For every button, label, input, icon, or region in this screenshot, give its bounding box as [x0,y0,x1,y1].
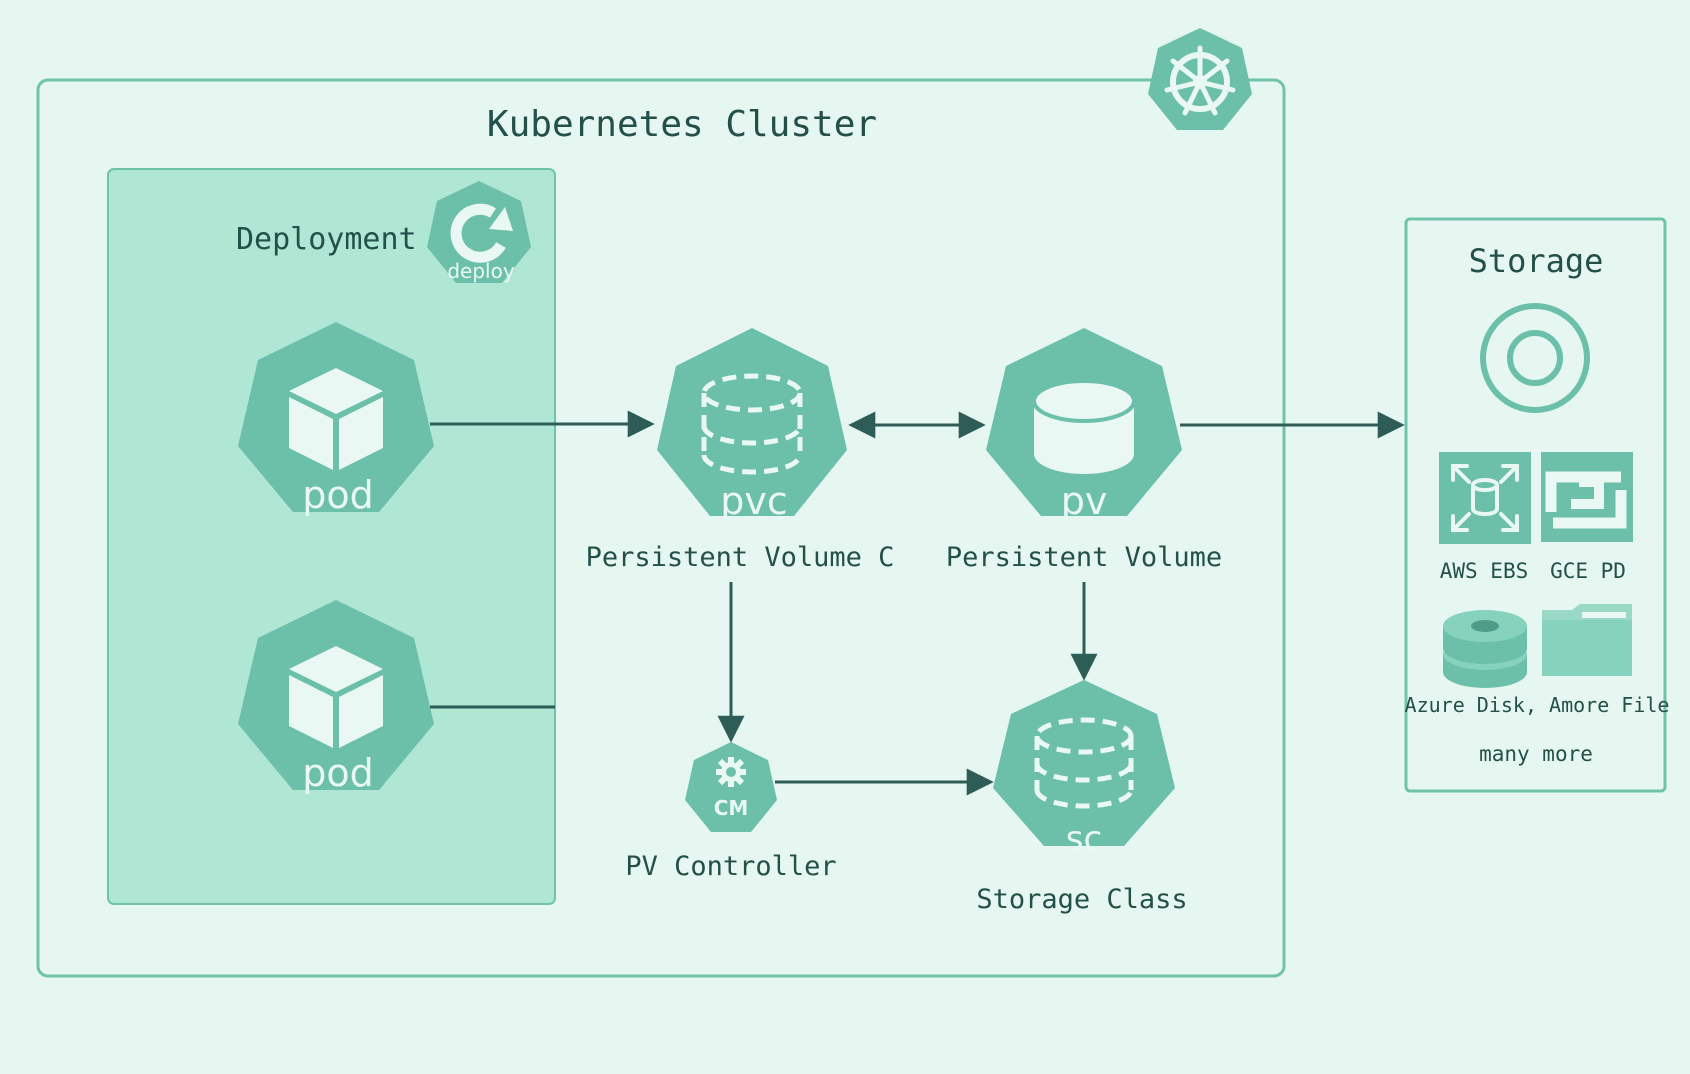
many-more-label: many more [1479,742,1593,766]
cluster-title: Kubernetes Cluster [487,104,877,145]
pv-caption: Persistent Volume [946,542,1222,573]
kubernetes-helm-icon [1148,28,1252,130]
pvc-caption: Persistent Volume C [586,542,895,573]
cylinder-icon [1032,379,1136,474]
dashed-cylinder-icon [1034,717,1134,809]
pod-label-2: pod [302,751,374,795]
cm-icon-label: CM [714,796,749,820]
azure-label: Azure Disk, Amore File [1405,693,1670,717]
pvc-icon: pvc [657,328,847,523]
pv-icon-label: pv [1061,479,1108,523]
cm-caption: PV Controller [625,851,836,882]
cube-icon [289,646,383,748]
aws-ebs-icon [1439,452,1531,544]
sc-icon-label: sc [1066,819,1102,859]
azure-file-folder-icon [1542,604,1632,676]
azure-disk-icon [1443,610,1527,688]
deploy-icon: deploy [427,181,531,283]
disk-ring-icon [1480,303,1590,413]
gce-pd-icon [1541,452,1633,542]
storage-title: Storage [1469,242,1604,280]
pod-icon-1: pod [238,322,434,517]
aws-ebs-label: AWS EBS [1440,559,1529,583]
pvc-icon-label: pvc [720,479,788,523]
dashed-cylinder-icon [701,373,803,475]
pod-label-1: pod [302,473,374,517]
gce-pd-label: GCE PD [1550,559,1626,583]
sc-icon: sc [993,680,1175,859]
sc-caption: Storage Class [976,884,1187,915]
pv-icon: pv [986,328,1182,523]
pod-icon-2: pod [238,600,434,795]
cm-icon: CM [685,742,777,832]
deployment-title: Deployment [236,222,417,257]
storage-panel [1404,217,1667,793]
deploy-icon-label: deploy [447,259,514,283]
cube-icon [289,368,383,470]
deployment-panel [107,168,556,905]
gear-icon [716,757,746,787]
cluster-frame [36,78,1286,978]
